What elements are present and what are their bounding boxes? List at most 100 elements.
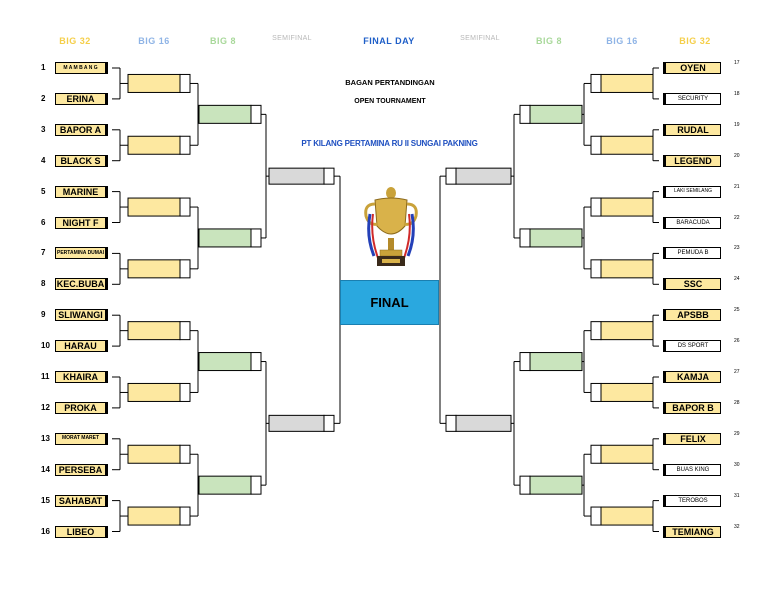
left-team-5[interactable]: MARINE (55, 185, 108, 198)
team-name: DS SPORT (677, 343, 709, 350)
header-right-big8: BIG 8 (535, 36, 562, 46)
right-team-26[interactable]: DS SPORT (663, 340, 721, 353)
left-semifinal-slot (268, 414, 325, 432)
right-big16-slot (600, 197, 654, 217)
left-team-13[interactable]: MORAT MARET (55, 432, 108, 445)
team-name: APSBB (677, 310, 709, 321)
right-team-25[interactable]: APSBB (663, 309, 721, 322)
final-box: FINAL (340, 280, 439, 325)
left-team-7[interactable]: PERTAMINA DUMAI (55, 247, 108, 260)
team-name: NIGHT F (62, 217, 99, 228)
header-left-big16: BIG 16 (138, 36, 170, 46)
left-team-2[interactable]: ERINA (55, 92, 108, 105)
seed-number: 1 (41, 63, 46, 72)
left-team-8[interactable]: KEC.BUBA (55, 278, 108, 291)
right-team-22[interactable]: BARACUDA (663, 216, 721, 229)
right-team-21[interactable]: LAKI SEMILANG (663, 185, 721, 198)
seed-number: 30 (734, 461, 740, 468)
right-semifinal-slot (455, 414, 512, 432)
left-big8-slot (198, 475, 252, 495)
right-team-32[interactable]: TEMIANG (663, 525, 721, 538)
team-name: LAKI SEMILANG (673, 188, 713, 195)
team-name: BAPOR B (672, 402, 714, 413)
right-team-17[interactable]: OYEN (663, 62, 721, 74)
left-big16-slot (127, 321, 181, 341)
header-final-day: FINAL DAY (363, 36, 415, 46)
team-name: SLIWANGI (58, 310, 103, 321)
seed-number: 19 (734, 121, 740, 128)
company-name: PT KILANG PERTAMINA RU II SUNGAI PAKNING (301, 139, 478, 148)
team-name: PERTAMINA DUMAI (57, 249, 104, 256)
right-big8-slot (529, 352, 583, 372)
team-name: KAMJA (676, 372, 709, 382)
left-big8-slot (198, 352, 252, 372)
seed-number: 5 (41, 186, 46, 196)
team-name: MORAT MARET (61, 435, 100, 442)
right-team-18[interactable]: SECURITY (663, 92, 721, 105)
header-right-big32: BIG 32 (679, 36, 711, 46)
right-team-29[interactable]: FELIX (663, 432, 721, 445)
left-big16-slot (127, 506, 181, 526)
right-team-28[interactable]: BAPOR B (663, 401, 721, 414)
left-team-14[interactable]: PERSEBA (55, 463, 108, 476)
seed-number: 21 (734, 183, 740, 190)
right-team-23[interactable]: PEMUDA B (663, 247, 721, 260)
seed-number: 16 (41, 526, 50, 536)
left-team-10[interactable]: HARAU (55, 340, 108, 353)
right-team-19[interactable]: RUDAL (663, 123, 721, 136)
seed-number: 12 (41, 402, 50, 412)
team-name: BARACUDA (676, 219, 710, 226)
left-team-3[interactable]: BAPOR A (55, 123, 108, 136)
right-team-24[interactable]: SSC (663, 278, 721, 291)
left-team-9[interactable]: SLIWANGI (55, 309, 108, 322)
seed-number: 18 (734, 90, 740, 97)
right-big16-slot (600, 73, 654, 93)
right-team-31[interactable]: TEROBOS (663, 494, 721, 507)
left-big16-slot (127, 197, 181, 217)
seed-number: 28 (734, 399, 740, 406)
seed-number: 4 (41, 155, 46, 165)
right-team-30[interactable]: BUAS KING (663, 463, 721, 476)
header-left-big8: BIG 8 (209, 36, 236, 46)
team-name: RUDAL (677, 124, 709, 135)
right-big16-slot (600, 506, 654, 526)
right-team-20[interactable]: LEGEND (663, 154, 721, 167)
left-big8-slot (198, 104, 252, 124)
left-team-6[interactable]: NIGHT F (55, 216, 108, 229)
team-name: SECURITY (677, 95, 709, 102)
right-semifinal-slot (455, 167, 512, 185)
seed-number: 32 (734, 523, 740, 530)
team-name: SSC (683, 279, 703, 290)
seed-number: 15 (41, 495, 50, 505)
left-team-12[interactable]: PROKA (55, 401, 108, 414)
left-team-16[interactable]: LIBEO (55, 525, 108, 538)
seed-number: 14 (41, 464, 50, 474)
team-name: M A M B A N G (63, 64, 98, 71)
team-name: PERSEBA (58, 464, 103, 475)
team-name: BLACK S (60, 155, 101, 166)
seed-number: 3 (41, 124, 46, 134)
left-team-4[interactable]: BLACK S (55, 154, 108, 167)
left-team-11[interactable]: KHAIRA (55, 371, 108, 383)
team-name: KHAIRA (63, 372, 98, 382)
right-team-27[interactable]: KAMJA (663, 371, 721, 383)
team-name: MARINE (62, 186, 99, 197)
header-left-big32: BIG 32 (59, 36, 91, 46)
right-big8-slot (529, 475, 583, 495)
seed-number: 27 (734, 369, 740, 375)
seed-number: 9 (41, 310, 46, 320)
left-team-15[interactable]: SAHABAT (55, 494, 108, 507)
seed-number: 2 (41, 93, 46, 103)
left-team-1[interactable]: M A M B A N G (55, 62, 108, 74)
seed-number: 6 (41, 217, 46, 227)
header-right-big16: BIG 16 (606, 36, 638, 46)
left-big16-slot (127, 444, 181, 464)
right-big16-slot (600, 259, 654, 279)
tournament-subtitle: OPEN TOURNAMENT (354, 98, 426, 105)
right-big16-slot (600, 135, 654, 155)
seed-number: 26 (734, 338, 740, 345)
seed-number: 23 (734, 245, 740, 252)
team-name: OYEN (680, 63, 706, 73)
seed-number: 24 (734, 276, 740, 283)
